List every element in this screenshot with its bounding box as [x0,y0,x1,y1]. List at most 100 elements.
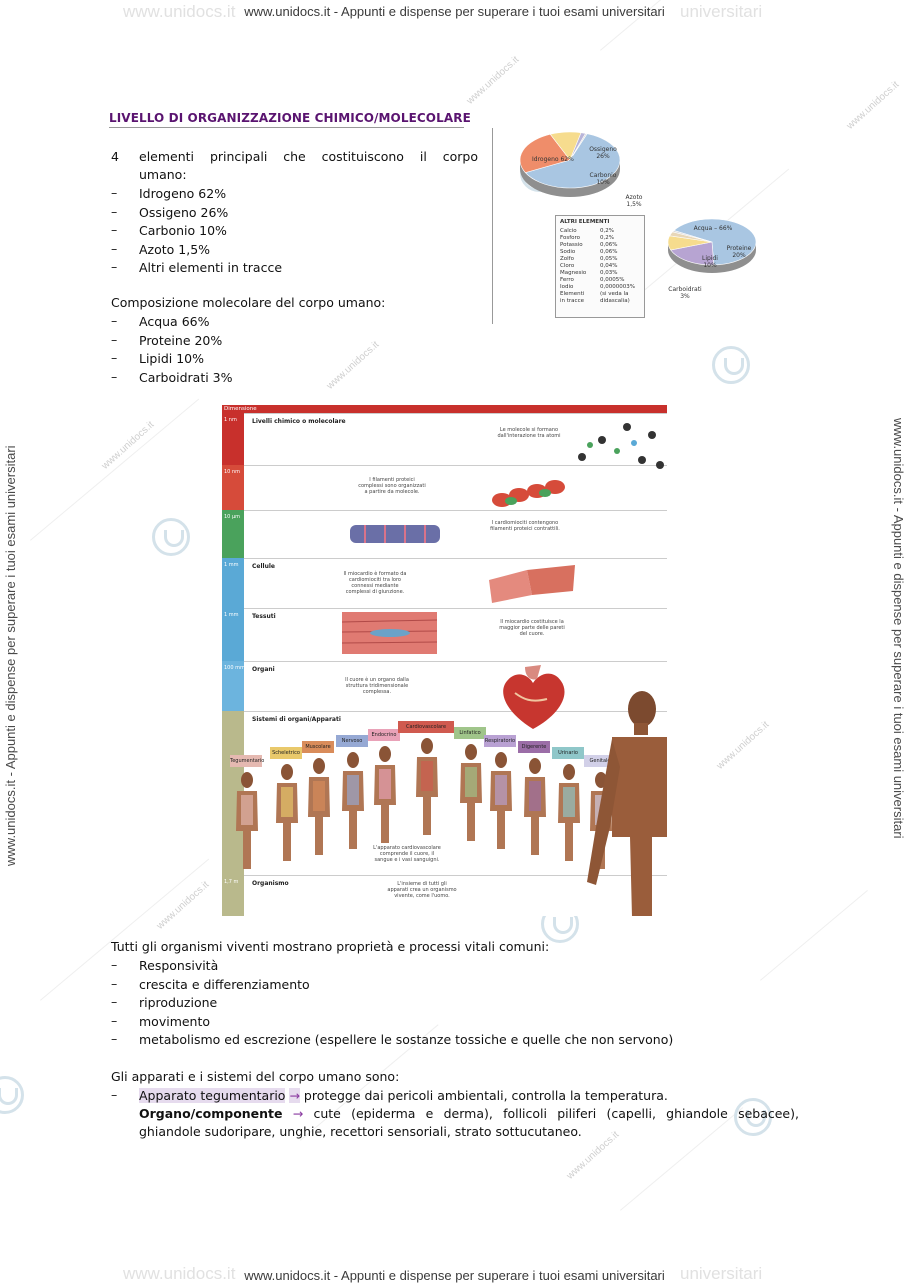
list-dash: – [111,1087,118,1102]
table-row: Magnesio 0,03% [560,270,640,277]
band-level: Tessuti [252,613,276,620]
band-caption: I cardiomiociti contengono filamenti pro… [490,520,560,532]
list-item: Carbonio 10% [139,223,227,238]
table-row: Cloro 0,04% [560,263,640,270]
element-name: Fosforo [560,235,581,241]
band-caption: Le molecole si formano dall'interazione … [497,427,561,439]
list-dash: – [111,1012,118,1028]
band-level: Organismo [252,880,289,887]
table-row: Elementi(si veda la [560,291,640,298]
list-item: Carboidrati 3% [139,369,233,385]
top-watermark: www.unidocs.it - Appunti e dispense per … [244,4,665,19]
system-label: Nervoso [336,735,368,747]
right-side-watermark: www.unidocs.it - Appunti e dispense per … [891,418,906,839]
system-figure [490,752,512,849]
element-value: 0,03% [600,270,618,276]
band-color-bar [222,465,244,510]
intro-line: elementi principali che costituiscono il… [139,149,478,164]
tissue-illustration [342,612,437,654]
list-item: Lipidi 10% [139,351,205,366]
diagonal-watermark: www.unidocs.it [99,419,157,472]
element-value: 0,04% [600,263,618,269]
element-name: Magnesio [560,270,587,276]
organ-line-2: ghiandole sudoripare, unghie, recettori … [139,1124,582,1139]
element-name: Cloro [560,263,575,269]
system-label: Scheletrico [270,747,302,759]
system-figure [308,758,330,855]
pie-label-carboidrati: Carboidrati 3% [668,286,702,300]
diagonal-watermark: www.unidocs.it [324,339,382,392]
list-item: Responsività [139,958,219,973]
list-item: Altri elementi in tracce [139,260,283,275]
pie-label-azoto: Azoto 1,5% [625,194,643,208]
band-divider [244,661,667,662]
arrow-icon: → [292,1106,304,1121]
list-dash: – [111,259,118,274]
element-name: Calcio [560,228,577,234]
dimension-label: Dimensione [224,406,257,412]
faint-watermark: www.unidocs.it [123,1264,236,1283]
band-caption: Il miocardio costituisce la maggior part… [499,619,565,637]
list-dash: – [111,185,118,200]
section-heading: LIVELLO DI ORGANIZZAZIONE CHIMICO/MOLECO… [109,111,471,125]
apparato-label: Apparato tegumentario [139,1088,286,1103]
list-item: riproduzione [139,995,218,1010]
list-item: Proteine 20% [139,332,223,348]
vital-title: Tutti gli organismi viventi mostrano pro… [111,939,550,954]
band-size: 1 mm [224,562,239,568]
element-value: 0,06% [600,249,618,255]
band-color-bar [222,510,244,558]
cells-illustration [489,565,575,603]
elements-pie-chart [519,131,621,197]
element-value: (si veda la [600,291,629,297]
list-dash: – [111,368,118,384]
band-level: Cellule [252,563,275,570]
band-color-bar [222,558,244,608]
element-value: 0,0005% [600,277,625,283]
band-size: 10 μm [224,514,241,520]
band-level: Sistemi di organi/Apparati [252,716,341,723]
band-divider [244,558,667,559]
band-size: 100 mm [224,665,245,671]
cardiomyocyte-filaments-illustration [350,525,440,543]
element-name: Ferro [560,277,574,283]
system-figure [236,772,258,869]
band-level: Organi [252,666,275,673]
pie-slice [569,133,588,161]
molecules-illustration [578,423,664,469]
list-item: Idrogeno 62% [139,186,227,201]
apparato-item: Apparato tegumentario → protegge dai per… [139,1087,668,1105]
band-divider [244,465,667,466]
element-value: 0,05% [600,256,618,262]
altri-elementi-title: ALTRI ELEMENTI [560,219,610,225]
faint-watermark: universitari [680,1264,763,1283]
band-size: 10 nm [224,469,240,475]
arrow-icon: → [289,1088,300,1103]
band-color-bar [222,661,244,711]
system-label: Muscolare [302,741,334,753]
table-row: Ferro 0,0005% [560,277,640,284]
list-dash: – [111,222,118,237]
band-divider [244,711,667,712]
band-color-bar [222,875,244,916]
pie-slice [673,218,757,266]
band-size: 1,7 m [224,879,239,885]
faint-watermark: universitari [680,2,763,21]
left-side-watermark: www.unidocs.it - Appunti e dispense per … [3,445,18,866]
diagonal-watermark: www.unidocs.it [154,879,212,932]
system-figure [342,752,364,849]
list-item: movimento [139,1013,211,1029]
organ-line: Organo/componente → cute (epiderma e der… [139,1105,799,1123]
faint-watermark: www.unidocs.it [123,2,236,21]
column-divider [492,128,493,324]
element-value: 0,0000003% [600,284,635,290]
element-value: 0,2% [600,235,614,241]
band-divider [244,608,667,609]
element-name: Potassio [560,242,583,248]
diagonal-watermark: www.unidocs.it [714,719,772,772]
intro-line: umano: [139,167,187,182]
band-divider [244,875,667,876]
